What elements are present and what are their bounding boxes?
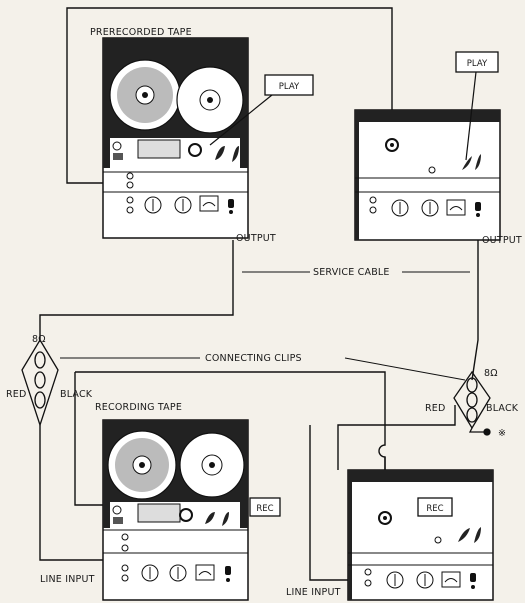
rec-label-right: REC [426, 504, 443, 514]
play-label: PLAY [279, 82, 300, 92]
knob-icon [462, 156, 472, 170]
deck-recorder-right: REC [347, 469, 494, 601]
note-mark: ※ [498, 428, 506, 439]
vu-meter-icon [195, 564, 215, 581]
knob-icon [205, 512, 215, 524]
deck-player-right: PLAY [354, 51, 501, 241]
line-input-wire-right-drop [309, 425, 355, 581]
record-link-wire-down [74, 372, 103, 506]
rec-label: REC [256, 504, 273, 514]
reel-icon [109, 59, 181, 131]
black-label-left: BLACK [60, 389, 93, 400]
dial-icon [421, 199, 439, 217]
output-label-right: OUTPUT [482, 235, 522, 246]
reel-icon [176, 66, 244, 134]
service-cable-wire-left [39, 240, 234, 340]
red-label-left: RED [6, 389, 27, 400]
vu-meter-icon [199, 195, 219, 212]
knob-icon [475, 154, 481, 170]
line-input-wire-left [39, 425, 114, 570]
output-label-left: OUTPUT [236, 233, 276, 244]
dial-icon [416, 571, 434, 589]
dial-icon [141, 564, 159, 582]
play-button [264, 74, 314, 96]
ohm-label-left: 8Ω [32, 334, 46, 345]
reel-icon [107, 430, 177, 500]
vu-meter-icon [446, 199, 466, 216]
rec-button-right [417, 497, 453, 517]
line-input-label-left: LINE INPUT [40, 574, 95, 585]
knob-icon [215, 146, 225, 160]
vu-meter-icon [441, 571, 461, 588]
connecting-clips-label: CONNECTING CLIPS [205, 353, 302, 364]
play-button-right [455, 51, 499, 73]
deck-prerecorded: PLAY [102, 37, 314, 239]
recording-tape-label: RECORDING TAPE [95, 402, 182, 413]
knob-icon [458, 528, 470, 542]
dial-icon [174, 196, 192, 214]
top-link-wire [66, 7, 393, 184]
left-clip-assembly [21, 338, 59, 428]
deck-recording: REC [102, 419, 281, 601]
knob-icon [232, 146, 239, 162]
black-label-right: BLACK [486, 403, 519, 414]
line-input-label-right: LINE INPUT [286, 587, 341, 598]
dial-icon [169, 564, 187, 582]
dial-icon [391, 199, 409, 217]
right-clip-assembly [453, 370, 491, 436]
knob-icon [222, 512, 229, 526]
output-jack-icon [475, 202, 481, 211]
dial-icon [386, 571, 404, 589]
knob-icon [474, 527, 481, 543]
rec-button [249, 497, 281, 517]
line-input-wire-right [337, 405, 456, 470]
prerecorded-tape-label: PRERECORDED TAPE [90, 27, 192, 38]
record-link-wire-left [75, 371, 386, 470]
service-cable-wire-right [471, 240, 479, 381]
dial-icon [144, 196, 162, 214]
wiring [39, 7, 479, 581]
ohm-label-right: 8Ω [484, 368, 498, 379]
service-cable-label: SERVICE CABLE [313, 267, 390, 278]
play-label-right: PLAY [467, 59, 488, 69]
red-label-right: RED [425, 403, 446, 414]
reel-icon [179, 432, 245, 498]
output-jack-icon [228, 199, 234, 208]
